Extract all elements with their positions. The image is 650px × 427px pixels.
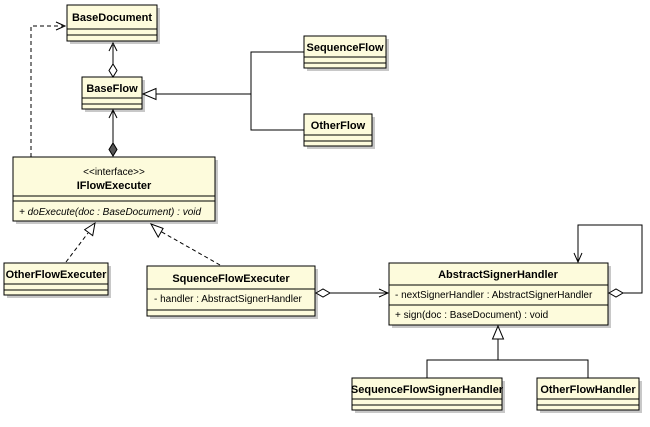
class-name: IFlowExecuter <box>77 180 152 192</box>
class-name: SequenceFlow <box>306 42 383 54</box>
hollow-triangle <box>149 223 164 239</box>
attribute-next-signer-handler: - nextSignerHandler : AbstractSignerHand… <box>395 290 593 301</box>
open-arrowhead <box>55 21 67 31</box>
attribute-handler: - handler : AbstractSignerHandler <box>154 294 303 305</box>
operation-sign: + sign(doc : BaseDocument) : void <box>395 310 548 321</box>
class-name: SquenceFlowExecuter <box>172 273 290 285</box>
realization-otherflowexecuter-iflowexecuter <box>65 221 96 263</box>
hollow-triangle <box>491 324 505 340</box>
class-name: OtherFlowHandler <box>540 384 636 396</box>
open-arrowhead <box>378 288 390 298</box>
hollow-triangle <box>141 87 157 101</box>
class-abstract-signer-handler[interactable]: AbstractSignerHandler - nextSignerHandle… <box>388 262 611 328</box>
hollow-triangle <box>83 221 96 237</box>
self-aggregation-signerhandler <box>573 224 643 298</box>
dependency-iflowexecuter-basedocument <box>30 21 67 157</box>
class-sequence-flow-signer-handler[interactable]: SequenceFlowSignerHandler <box>351 377 505 413</box>
realization-sequenceflowexecuter-iflowexecuter <box>149 223 221 266</box>
hollow-diamond <box>607 288 625 298</box>
class-name: OtherFlow <box>311 120 366 132</box>
open-arrowhead <box>573 252 583 264</box>
hollow-diamond <box>314 288 332 298</box>
operation-do-execute: + doExecute(doc : BaseDocument) : void <box>19 207 201 218</box>
aggregation-baseflow-basedocument <box>108 41 118 78</box>
class-other-flow-executer[interactable]: OtherFlowExecuter <box>3 262 111 298</box>
filled-diamond <box>108 142 118 157</box>
generalization-handlers-signerhandler <box>426 324 589 378</box>
stereotype-label: <<interface>> <box>83 167 145 178</box>
class-name: AbstractSignerHandler <box>438 269 559 281</box>
class-other-flow-handler[interactable]: OtherFlowHandler <box>536 377 642 413</box>
class-base-document[interactable]: BaseDocument <box>66 4 160 44</box>
class-name: SequenceFlowSignerHandler <box>351 384 504 396</box>
class-sequence-flow-executer[interactable]: SquenceFlowExecuter - handler : Abstract… <box>146 265 318 319</box>
class-name: BaseDocument <box>72 12 152 24</box>
class-name: BaseFlow <box>86 83 138 95</box>
open-arrowhead <box>108 108 118 119</box>
class-sequence-flow[interactable]: SequenceFlow <box>303 35 389 71</box>
open-arrowhead <box>108 41 118 52</box>
interface-iflow-executer[interactable]: <<interface>> IFlowExecuter + doExecute(… <box>12 156 218 224</box>
class-other-flow[interactable]: OtherFlow <box>303 113 375 149</box>
generalization-flows-baseflow <box>141 51 304 131</box>
class-base-flow[interactable]: BaseFlow <box>81 76 145 112</box>
composition-iflowexecuter-baseflow <box>108 108 118 157</box>
aggregation-executer-signerhandler <box>314 288 390 298</box>
class-name: OtherFlowExecuter <box>6 269 108 281</box>
hollow-diamond <box>108 63 118 78</box>
